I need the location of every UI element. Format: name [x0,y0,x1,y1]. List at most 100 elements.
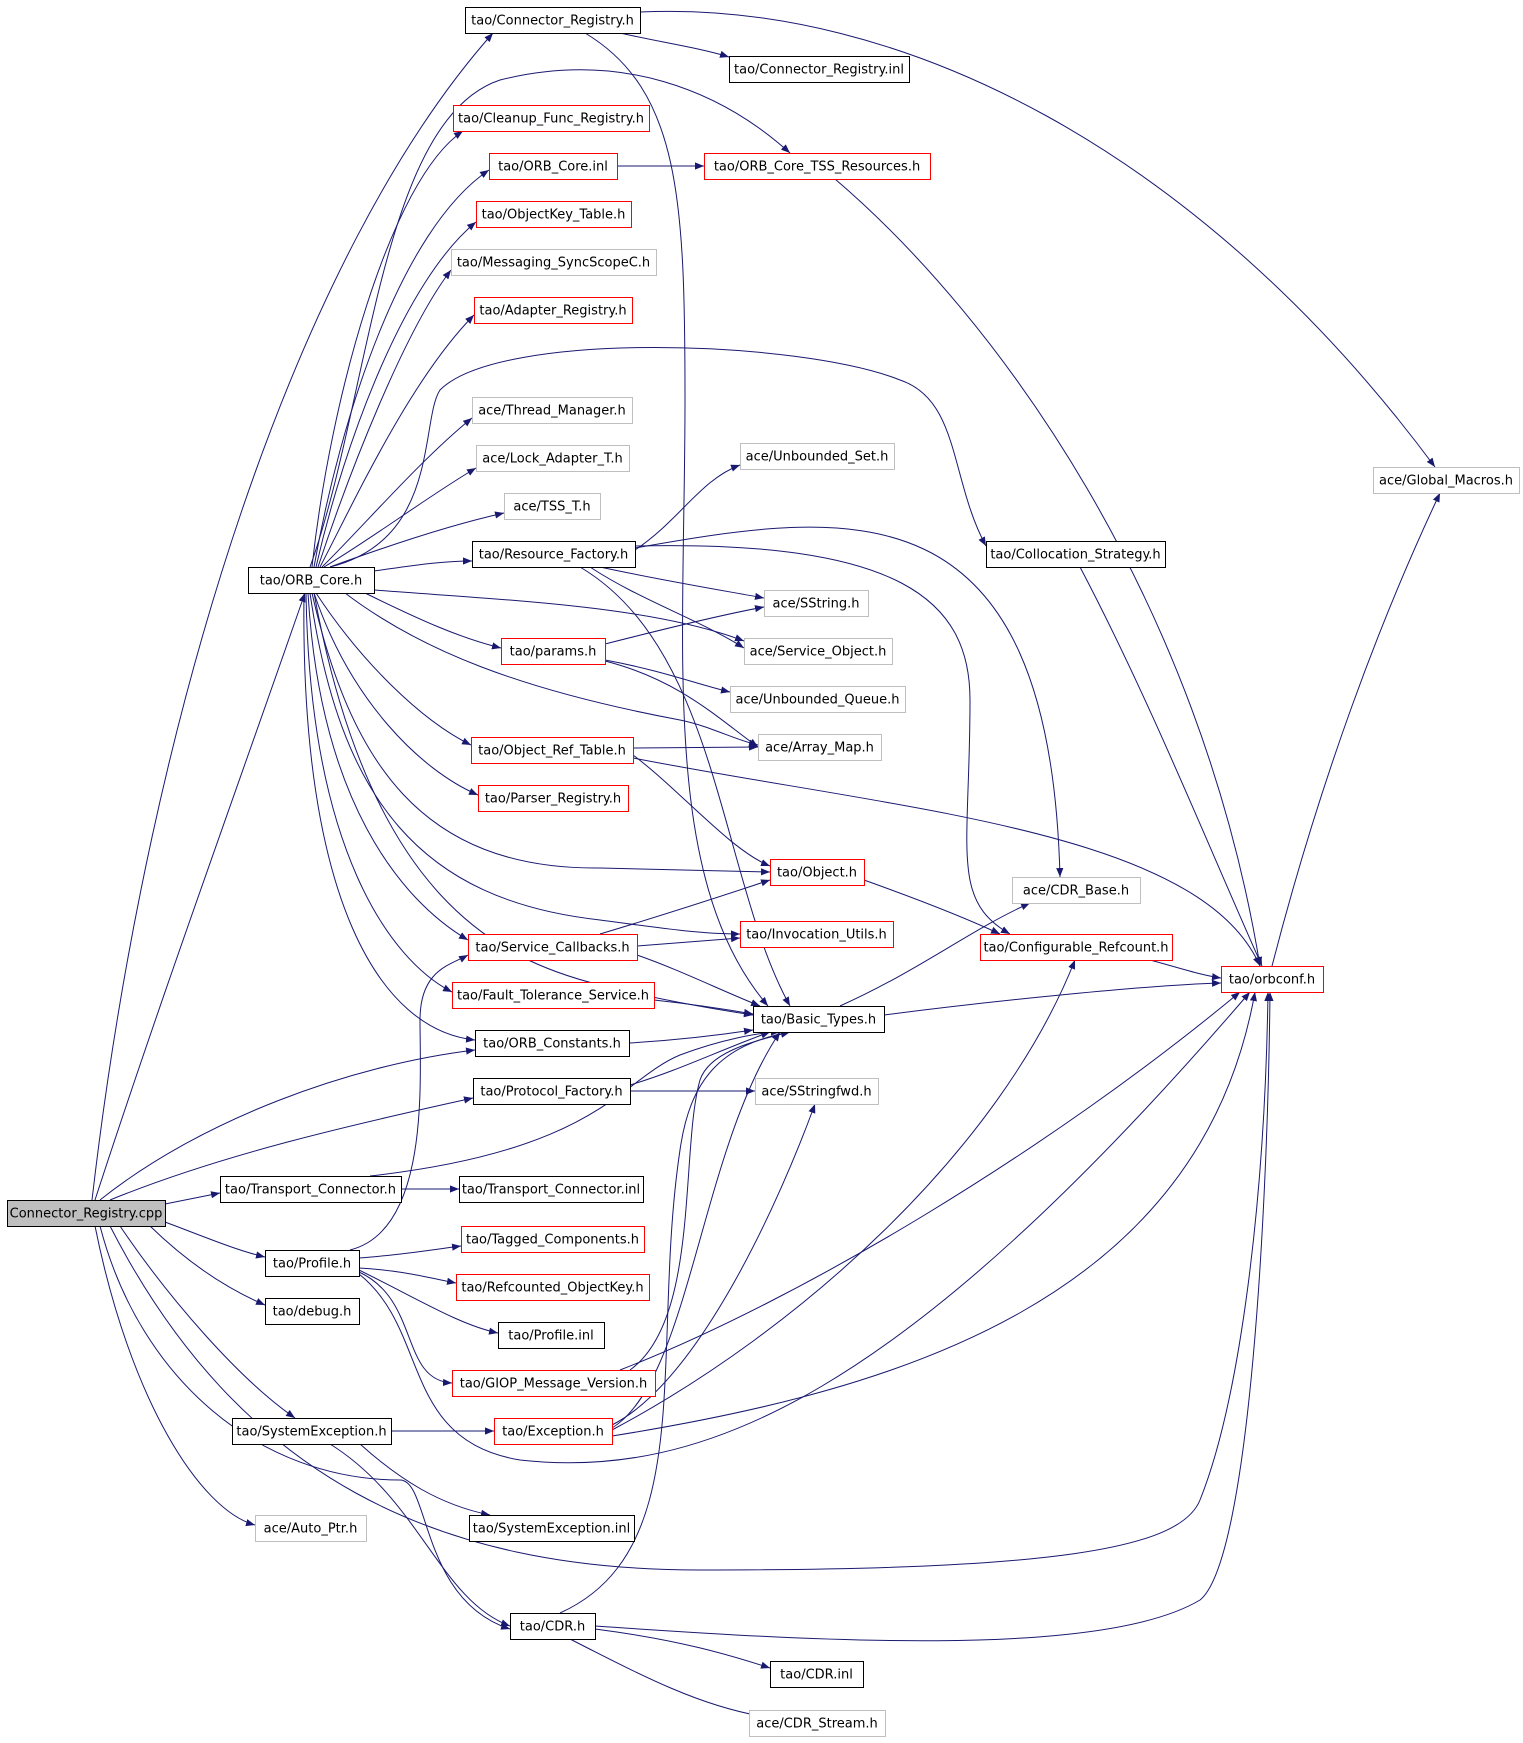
node-lock-adapter[interactable]: ace/Lock_Adapter_T.h [476,445,630,472]
edge-objref-to-orbconf [632,757,1261,967]
node-svc-obj[interactable]: ace/Service_Object.h [744,638,893,665]
node-box [452,982,655,1009]
edge-proto_fac-to-basic_types [629,1031,771,1086]
node-orbcore-h[interactable]: tao/ORB_Core.h [248,567,375,594]
edge-orbcore_h-to-thread_mgr [321,417,473,568]
node-svc-cb[interactable]: tao/Service_Callbacks.h [468,934,638,961]
node-cdr-base[interactable]: ace/CDR_Base.h [1012,877,1141,904]
node-box [7,1200,166,1227]
node-cleanup[interactable]: tao/Cleanup_Func_Registry.h [453,105,650,132]
node-label: tao/Resource_Factory.h [479,548,629,563]
node-box [764,590,869,617]
edge-exception_h-to-basic_types [611,1031,781,1429]
node-array-map[interactable]: ace/Array_Map.h [758,734,882,761]
node-profile-h[interactable]: tao/Profile.h [265,1250,360,1277]
node-box [469,1515,635,1542]
node-label: tao/ORB_Core.inl [498,160,608,175]
node-orbcore-inl[interactable]: tao/ORB_Core.inl [489,153,618,180]
node-box [753,1006,885,1033]
node-global-macros[interactable]: ace/Global_Macros.h [1373,467,1520,494]
node-sstring[interactable]: ace/SString.h [764,590,869,617]
edge-params-to-unb_queue [604,659,731,694]
edge-profile_h-to-profile_inl [358,1269,499,1335]
node-objkey[interactable]: tao/ObjectKey_Table.h [476,201,632,228]
nodes-layer: Connector_Registry.cpp tao/Connector_Regi… [7,7,1520,1737]
node-label: tao/Tagged_Components.h [466,1233,639,1248]
node-box [461,1226,645,1253]
edge-global_macros-to-orbconf [1271,492,1441,967]
node-sstringfwd[interactable]: ace/SStringfwd.h [755,1078,879,1105]
node-label: tao/orbconf.h [1229,973,1315,988]
node-trans-conn-inl[interactable]: tao/Transport_Connector.inl [459,1176,644,1203]
edge-resfac-to-sstring [599,566,765,600]
node-trans-conn[interactable]: tao/Transport_Connector.h [220,1176,402,1203]
node-thread-mgr[interactable]: ace/Thread_Manager.h [472,397,633,424]
node-box [476,445,630,472]
node-unb-queue[interactable]: ace/Unbounded_Queue.h [730,686,906,713]
edge-basic_types-to-orbconf [883,979,1222,1016]
node-parser[interactable]: tao/Parser_Registry.h [478,785,629,812]
node-label: tao/Protocol_Factory.h [480,1085,622,1100]
node-objref[interactable]: tao/Object_Ref_Table.h [471,737,634,764]
node-label: tao/Refcounted_ObjectKey.h [461,1281,643,1296]
node-msg-sync[interactable]: tao/Messaging_SyncScopeC.h [451,249,657,276]
edge-root-to-cdr_h [99,1225,511,1630]
node-object-h[interactable]: tao/Object.h [770,859,865,886]
node-box [452,1370,656,1397]
node-label: tao/Configurable_Refcount.h [983,941,1168,956]
node-invoc[interactable]: tao/Invocation_Utils.h [740,921,894,948]
node-cdr-stream[interactable]: ace/CDR_Stream.h [749,1710,886,1737]
node-cdr-h[interactable]: tao/CDR.h [510,1613,596,1640]
node-giop[interactable]: tao/GIOP_Message_Version.h [452,1370,656,1397]
edge-svc_cb-to-basic_types [636,954,761,1007]
node-tss-res[interactable]: tao/ORB_Core_TSS_Resources.h [704,153,931,180]
edge-resfac-to-cdr_base [634,526,1064,878]
node-profile-inl[interactable]: tao/Profile.inl [498,1322,605,1349]
node-auto-ptr[interactable]: ace/Auto_Ptr.h [255,1515,367,1542]
node-label: tao/params.h [510,645,597,660]
edge-orb_const-to-basic_types [628,1027,754,1044]
edge-profile_h-to-giop [358,1271,453,1387]
edge-orbcore_h-to-orb_const [303,592,476,1043]
node-label: tao/SystemException.h [236,1425,386,1440]
node-sysexc-h[interactable]: tao/SystemException.h [232,1418,392,1445]
edge-giop-to-orbconf [619,991,1241,1371]
node-connreg-h[interactable]: tao/Connector_Registry.h [465,7,641,34]
edge-orbcore_h-to-cleanup [311,130,464,568]
edge-orbcore_h-to-params [364,592,502,650]
node-box [704,153,931,180]
node-ft-svc[interactable]: tao/Fault_Tolerance_Service.h [452,982,655,1009]
node-tss-t[interactable]: ace/TSS_T.h [504,493,601,520]
node-connreg-inl[interactable]: tao/Connector_Registry.inl [729,56,910,83]
edge-params-to-sstring [604,605,765,645]
node-exception-h[interactable]: tao/Exception.h [494,1418,613,1445]
node-adapter[interactable]: tao/Adapter_Registry.h [474,297,633,324]
node-orb-const[interactable]: tao/ORB_Constants.h [475,1030,630,1057]
node-orbconf[interactable]: tao/orbconf.h [1221,966,1324,993]
node-sysexc-inl[interactable]: tao/SystemException.inl [469,1515,635,1542]
node-proto-fac[interactable]: tao/Protocol_Factory.h [473,1078,631,1105]
node-cdr-inl[interactable]: tao/CDR.inl [770,1661,864,1688]
edge-orbcore_h-to-tss_res [309,69,791,568]
edge-exception_h-to-sstringfwd [611,1103,816,1426]
node-params[interactable]: tao/params.h [501,638,606,665]
node-label: tao/Connector_Registry.inl [734,63,904,78]
node-debug-h[interactable]: tao/debug.h [265,1298,360,1325]
edge-conf_ref-to-orbconf [1149,959,1222,981]
node-unb-set[interactable]: ace/Unbounded_Set.h [740,443,895,470]
edge-root-to-trans_conn [164,1191,221,1205]
node-colloc[interactable]: tao/Collocation_Strategy.h [986,541,1166,568]
node-conf-ref[interactable]: tao/Configurable_Refcount.h [980,934,1173,961]
edge-orbcore_h-to-msg_sync [317,269,452,568]
node-label: tao/Profile.inl [508,1329,593,1344]
node-root[interactable]: Connector_Registry.cpp [7,1200,166,1227]
edge-connreg_h-to-basic_types [584,32,769,1007]
edge-svc_cb-to-invoc [636,935,741,947]
node-basic-types[interactable]: tao/Basic_Types.h [753,1006,885,1033]
node-box [474,297,633,324]
node-label: ace/Auto_Ptr.h [264,1522,358,1537]
node-tagged[interactable]: tao/Tagged_Components.h [461,1226,645,1253]
node-resfac[interactable]: tao/Resource_Factory.h [472,541,636,568]
node-refcounted[interactable]: tao/Refcounted_ObjectKey.h [456,1274,650,1301]
node-box [453,105,650,132]
